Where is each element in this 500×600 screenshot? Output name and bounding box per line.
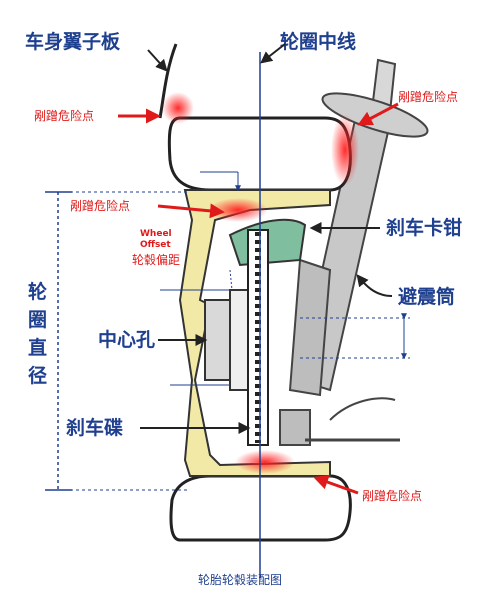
scrape-hotspot-strut: [331, 114, 359, 186]
brake-disc-label: 刹车碟: [66, 416, 123, 439]
rim-diameter-label-1: 轮: [28, 280, 47, 303]
scrape-arrow-caliper: [157, 203, 225, 219]
scrape-hotspot-caliper: [208, 198, 268, 222]
fender-line: [158, 43, 178, 119]
scrape-label-caliper: 剐蹭危险点: [70, 198, 130, 213]
fender-label: 车身翼子板: [25, 30, 121, 53]
center-bore-label: 中心孔: [98, 328, 155, 351]
wheel-centerline-label: 轮圈中线: [280, 30, 356, 53]
rim-diameter-label-3: 直: [28, 336, 47, 359]
brake-caliper-label: 刹车卡钳: [386, 216, 462, 239]
brake-disc: [247, 229, 269, 446]
scrape-label-bottom: 剐蹭危险点: [362, 488, 422, 503]
scrape-hotspot-fender: [162, 92, 194, 124]
rim-diameter-label-4: 径: [28, 365, 47, 387]
scrape-arrow-bottom: [313, 474, 359, 495]
wheel-offset-cn: 轮毂偏距: [132, 252, 180, 267]
scrape-hotspot-bottom: [235, 450, 295, 474]
guide-lines: [160, 171, 410, 386]
wheel-offset-en-1: Wheel: [140, 229, 172, 239]
rim-diameter-dimension: [45, 191, 190, 491]
rim-diameter-label-2: 圈: [28, 309, 47, 331]
wheel-offset-en-2: Offset: [140, 240, 171, 250]
shock-absorber-label: 避震筒: [398, 285, 455, 308]
shock-pointer: [356, 274, 393, 297]
shock-absorber-strut: [279, 58, 429, 446]
scrape-label-strut: 剐蹭危险点: [398, 89, 458, 104]
centerline-pointer: [260, 43, 286, 64]
hub: [204, 289, 251, 391]
fender-pointer: [147, 49, 168, 72]
scrape-arrow-strut: [357, 102, 399, 126]
diagram-caption: 轮胎轮毂装配图: [198, 573, 282, 587]
scrape-label-fender: 剐蹭危险点: [34, 108, 94, 123]
